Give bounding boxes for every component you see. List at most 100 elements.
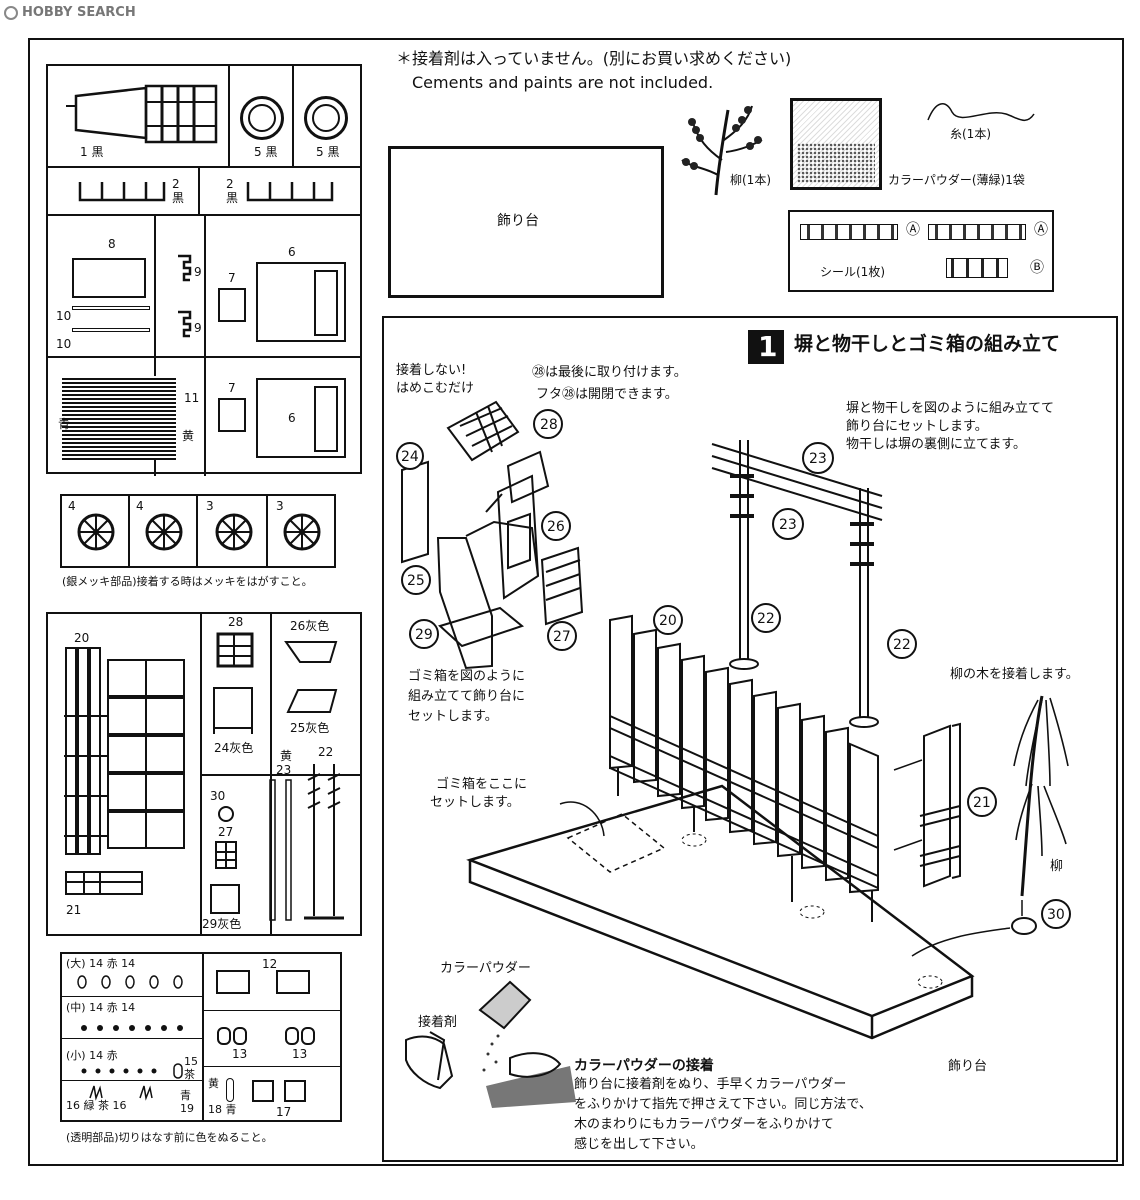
- powder-text-4: 感じを出して下さい。: [574, 1137, 704, 1152]
- wheel-icon-4: [283, 513, 321, 551]
- part-7b-label: 7: [228, 381, 236, 395]
- willow-label: 柳(1本): [730, 173, 771, 187]
- knob-part-30: [218, 806, 234, 822]
- box-part-24: [213, 687, 253, 734]
- ring-part-a: [240, 96, 284, 140]
- panel-part-26: [284, 641, 338, 663]
- wheel-label-1: 4: [68, 499, 76, 513]
- note-28-lid: フタ㉘は開閉できます。: [536, 387, 678, 402]
- step-1-panel: [382, 316, 1118, 1162]
- note-bin-here-2: セットします。: [430, 795, 520, 810]
- plate-part-29: [210, 884, 240, 914]
- grass-parts-16: [89, 1085, 153, 1101]
- part-26-label: 26灰色: [290, 619, 330, 633]
- clear-row-large: (大) 14 赤 14: [66, 957, 136, 970]
- color-blue-label: 青: [58, 417, 71, 431]
- door-part-6a: [256, 262, 346, 342]
- part-6b-label: 6: [288, 411, 296, 425]
- window-part-12b: [276, 970, 310, 994]
- step-number: 1: [758, 330, 778, 363]
- clear-part-16: 16 緑 茶 16: [66, 1099, 127, 1112]
- wheel-label-4: 3: [276, 499, 284, 513]
- note-bin-2: 組み立てて飾り台に: [408, 689, 526, 704]
- callout-28: 28: [540, 417, 558, 433]
- part-27-label: 27: [218, 825, 234, 839]
- powder-text-3: 木のまわりにもカラーパウダーをふりかけて: [574, 1117, 834, 1132]
- part-1-label: 1 黒: [80, 145, 104, 159]
- part-8-label: 8: [108, 237, 116, 251]
- clear-row-medium: (中) 14 赤 14: [66, 1001, 136, 1014]
- hobby-search-logo: HOBBY SEARCH: [4, 4, 164, 24]
- powder-label: カラーパウダー(薄緑)1袋: [888, 173, 1025, 187]
- note-no-glue: 接着しない!: [396, 363, 467, 378]
- part-21-label: 21: [66, 903, 82, 917]
- note-bin-1: ゴミ箱を図のように: [408, 669, 526, 684]
- part-10b-label: 10: [56, 337, 72, 351]
- callout-26: 26: [547, 519, 565, 535]
- thread-label: 糸(1本): [950, 127, 991, 141]
- sprue-wheels: [60, 494, 336, 568]
- part-20-label: 20: [74, 631, 90, 645]
- part-9a-label: 9: [194, 265, 202, 279]
- note-willow-glue: 柳の木を接着します。: [950, 667, 1079, 682]
- note-fence-3: 物干しは塀の裏側に立てます。: [846, 437, 1027, 452]
- window-part-12a: [216, 970, 250, 994]
- part-24-label: 24灰色: [214, 741, 254, 755]
- part-5a-label: 5 黒: [254, 145, 278, 159]
- panel-part-8: [72, 258, 146, 298]
- powder-bag-icon: [790, 98, 882, 190]
- color-yellow-label: 黄: [182, 429, 195, 443]
- wheel-label-2: 4: [136, 499, 144, 513]
- rod-part-10a: [72, 306, 150, 310]
- clear-part-13a: 13: [232, 1047, 248, 1061]
- base-board-label: 飾り台: [497, 213, 539, 229]
- wheel-icon-2: [145, 513, 183, 551]
- sticker-strip-a2: [928, 224, 1026, 240]
- fence-part-20: [64, 647, 185, 855]
- sticker-mark-a1: Ⓐ: [906, 222, 920, 238]
- wheel-icon-3: [215, 513, 253, 551]
- note-glue: 接着剤: [418, 1015, 458, 1030]
- note-fence-1: 塀と物干しを図のように組み立てて: [846, 401, 1055, 416]
- part-2b-label: 2 黒: [226, 177, 239, 205]
- wheel-label-3: 3: [206, 499, 214, 513]
- chrome-parts-note: (銀メッキ部品)接着する時はメッキをはがすこと。: [62, 575, 313, 588]
- sticker-mark-a2: Ⓐ: [1034, 222, 1048, 238]
- base-board-part: 飾り台: [388, 146, 664, 298]
- logo-icon: [4, 6, 18, 20]
- willow-icon: [681, 105, 763, 196]
- clear-part-17: 17: [276, 1105, 292, 1119]
- door-part-6b: [256, 378, 346, 458]
- cart-body-part: [66, 84, 218, 144]
- sticker-strip-a1: [800, 224, 898, 240]
- sticker-block-b: [946, 258, 1008, 278]
- rod-part-10b: [72, 328, 150, 332]
- part-25-label: 25灰色: [290, 721, 330, 735]
- panel-part-25: [286, 689, 338, 713]
- clear-part-19: 青 19: [180, 1089, 194, 1115]
- callout-23a: 23: [809, 451, 827, 467]
- notice-jp: ＊接着剤は入っていません。(別にお買い求めください): [396, 49, 792, 68]
- part-7a-label: 7: [228, 271, 236, 285]
- poles-part-22-23: [269, 764, 344, 921]
- clear-color-yellow: 黄: [208, 1077, 219, 1090]
- note-fence-2: 飾り台にセットします。: [846, 419, 988, 434]
- bracket-part-9b: [178, 310, 192, 338]
- callout-24: 24: [401, 449, 419, 465]
- wheel-icon-1: [77, 513, 115, 551]
- part-30-label: 30: [210, 789, 226, 803]
- part-5b-label: 5 黒: [316, 145, 340, 159]
- note-willow: 柳: [1050, 859, 1064, 874]
- bracket-part-9a: [178, 254, 192, 282]
- sprue-clear: [60, 952, 342, 1122]
- part-29-label: 29灰色: [202, 917, 242, 931]
- sprue-mid: [46, 612, 362, 936]
- manual-frame: [28, 38, 1124, 1166]
- lamp-part-18: [226, 1078, 234, 1102]
- sticker-label: シール(1枚): [820, 265, 885, 279]
- callout-23b: 23: [779, 517, 797, 533]
- lamp-parts-medium: [81, 1025, 183, 1031]
- frame-part-7b: [218, 398, 246, 432]
- rack-part-b: [246, 182, 334, 202]
- mat-part-11: [62, 376, 176, 460]
